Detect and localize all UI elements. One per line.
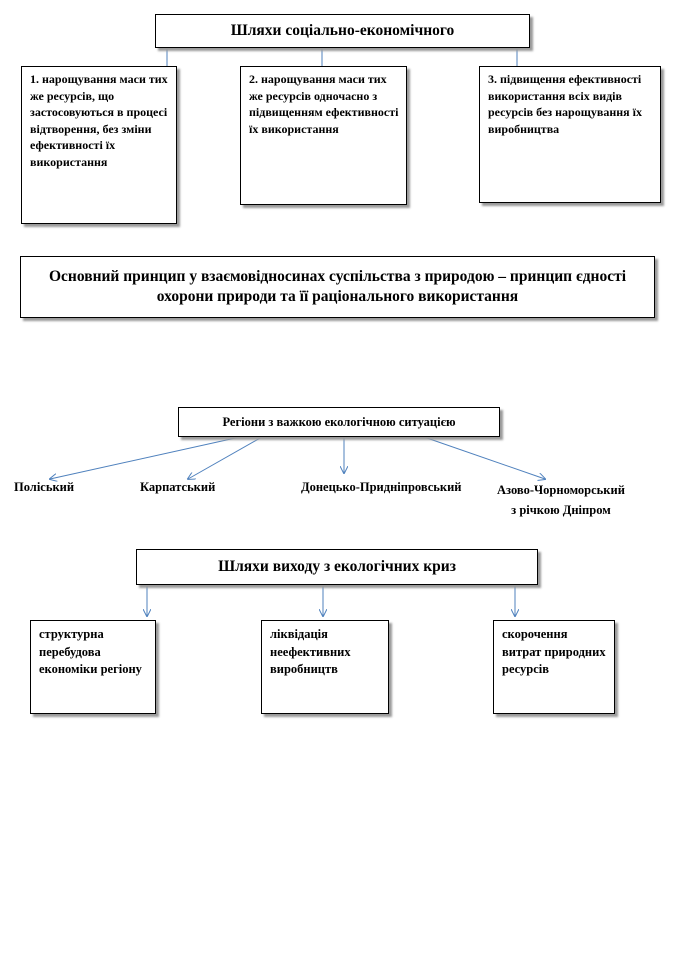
principle-box: Основний принцип у взаємовідносинах сусп… [20, 256, 655, 318]
exit-text-1: структурна перебудова економіки регіону [39, 627, 142, 676]
exit-text-2: ліквідація неефективних виробництв [270, 627, 351, 676]
arrow-azov [423, 436, 545, 479]
ways-title: Шляхи соціально-економічного [230, 22, 455, 39]
ways-title-box: Шляхи соціально-економічного [155, 14, 530, 48]
exit-box-2: ліквідація неефективних виробництв [261, 620, 389, 714]
region-azov: Азово-Чорноморський з річкою Дніпром [497, 480, 625, 520]
exit-title: Шляхи виходу з екологічних криз [218, 558, 456, 575]
ways-text-2: 2. нарощування маси тих же ресурсів одно… [249, 72, 399, 136]
exit-title-box: Шляхи виходу з екологічних криз [136, 549, 538, 585]
regions-title: Регіони з важкою екологічною ситуацією [222, 414, 456, 429]
region-donetsk: Донецько-Придніпровський [301, 480, 462, 494]
ways-box-2: 2. нарощування маси тих же ресурсів одно… [240, 66, 407, 205]
ways-box-3: 3. підвищення ефективності використання … [479, 66, 661, 203]
exit-box-1: структурна перебудова економіки регіону [30, 620, 156, 714]
region-azov-line2: з річкою Дніпром [511, 503, 611, 517]
regions-title-box: Регіони з важкою екологічною ситуацією [178, 407, 500, 437]
region-karpaty: Карпатський [140, 480, 216, 494]
ways-box-1: 1. нарощування маси тих же ресурсів, що … [21, 66, 177, 224]
arrow-polissia [50, 436, 241, 479]
ways-text-1: 1. нарощування маси тих же ресурсів, що … [30, 72, 168, 169]
exit-text-3: скорочення витрат природних ресурсів [502, 627, 606, 676]
region-azov-line1: Азово-Чорноморський [497, 483, 625, 497]
principle-text: Основний принцип у взаємовідносинах сусп… [48, 268, 627, 305]
ways-text-3: 3. підвищення ефективності використання … [488, 72, 642, 136]
arrow-karpaty [188, 436, 263, 479]
region-polissia: Поліський [14, 480, 75, 494]
exit-box-3: скорочення витрат природних ресурсів [493, 620, 615, 714]
